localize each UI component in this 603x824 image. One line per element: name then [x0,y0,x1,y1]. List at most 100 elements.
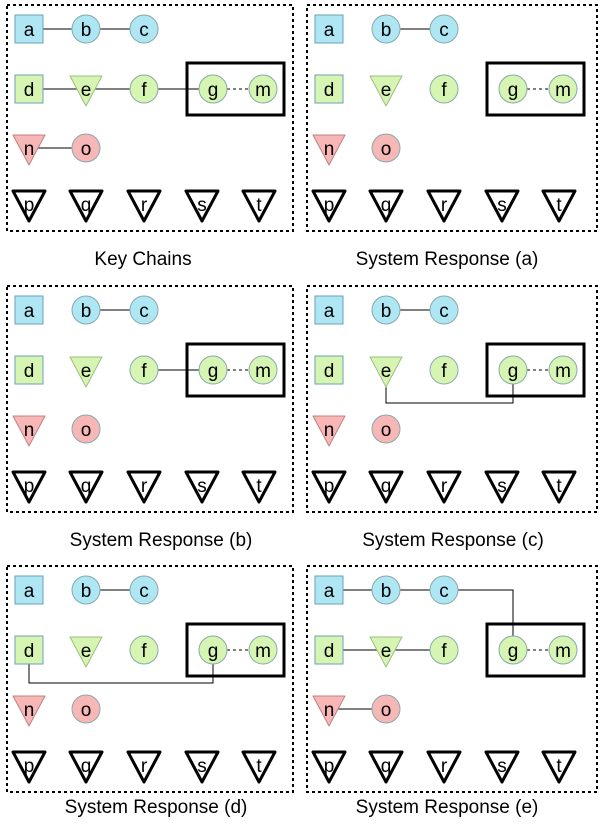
node-o-label: o [81,700,92,721]
node-o-shape [71,414,101,444]
node-g-shape [198,355,228,385]
node-r-shape [126,750,162,784]
node-d-label: d [324,641,335,662]
caption-key-chains: Key Chains [94,249,191,270]
node-b: b [371,295,401,325]
node-c: c [129,14,159,44]
node-g-shape [498,635,528,665]
node-s-label: s [497,756,507,777]
node-r: r [426,189,462,223]
node-m-shape [248,74,278,104]
node-o: o [371,414,401,444]
node-q: q [368,750,404,784]
node-n-label: n [324,420,335,441]
node-e-shape [369,75,403,107]
node-e-shape [69,356,103,388]
node-m: m [248,635,278,665]
node-r: r [126,189,162,223]
node-s: s [184,470,220,504]
node-g-label: g [508,641,519,662]
node-c-label: c [439,301,449,322]
node-o-label: o [381,700,392,721]
node-c-shape [429,295,459,325]
node-o: o [71,414,101,444]
node-o-label: o [81,139,92,160]
node-s: s [484,750,520,784]
node-p: p [311,750,347,784]
node-g: g [198,355,228,385]
node-s: s [484,189,520,223]
caption-response-a: System Response (a) [356,249,539,270]
node-q-shape [368,189,404,223]
node-e: e [69,75,103,107]
node-n-label: n [24,700,35,721]
node-t: t [541,189,577,223]
node-d: d [314,355,344,385]
node-m-label: m [555,641,571,662]
node-o: o [371,133,401,163]
edge-d-g [28,664,214,684]
node-r-shape [426,189,462,223]
node-b: b [371,14,401,44]
node-n: n [12,134,46,166]
node-e: e [369,75,403,107]
node-n-shape [12,134,46,166]
node-g: g [198,74,228,104]
node-a: a [14,14,44,44]
node-s-label: s [197,195,207,216]
node-m-shape [248,355,278,385]
node-f: f [429,74,459,104]
node-t: t [241,750,277,784]
node-f: f [129,355,159,385]
node-d-shape [14,74,44,104]
node-n: n [12,695,46,727]
node-o-shape [71,133,101,163]
node-e-shape [69,75,103,107]
node-f-label: f [441,361,447,382]
node-a: a [314,14,344,44]
node-b-label: b [81,301,92,322]
node-t-label: t [556,756,562,777]
node-m-label: m [255,641,271,662]
node-p: p [311,470,347,504]
node-c-label: c [439,20,449,41]
node-a: a [314,575,344,605]
node-c: c [429,575,459,605]
node-n: n [12,415,46,447]
node-m: m [248,74,278,104]
node-m-shape [548,635,578,665]
node-q-label: q [81,476,92,497]
node-b-label: b [381,301,392,322]
node-q-label: q [381,756,392,777]
node-f-label: f [441,80,447,101]
node-t-label: t [256,195,262,216]
node-a: a [314,295,344,325]
node-p-label: p [324,476,335,497]
node-d-label: d [324,361,335,382]
node-r-shape [426,470,462,504]
node-b-shape [371,14,401,44]
node-e: e [369,636,403,668]
node-m-shape [248,635,278,665]
node-t-shape [241,189,277,223]
node-g-label: g [208,641,219,662]
node-r-label: r [441,195,448,216]
node-o-shape [371,133,401,163]
node-d-shape [314,355,344,385]
node-f: f [129,74,159,104]
node-c-shape [429,575,459,605]
node-t-shape [541,750,577,784]
node-q-label: q [381,195,392,216]
node-m-shape [548,74,578,104]
node-c-shape [129,295,159,325]
node-p-label: p [24,476,35,497]
node-f-shape [429,635,459,665]
node-s-shape [484,750,520,784]
node-r: r [426,750,462,784]
node-n-label: n [324,139,335,160]
node-f-label: f [141,80,147,101]
node-d-label: d [324,80,335,101]
node-n: n [312,415,346,447]
